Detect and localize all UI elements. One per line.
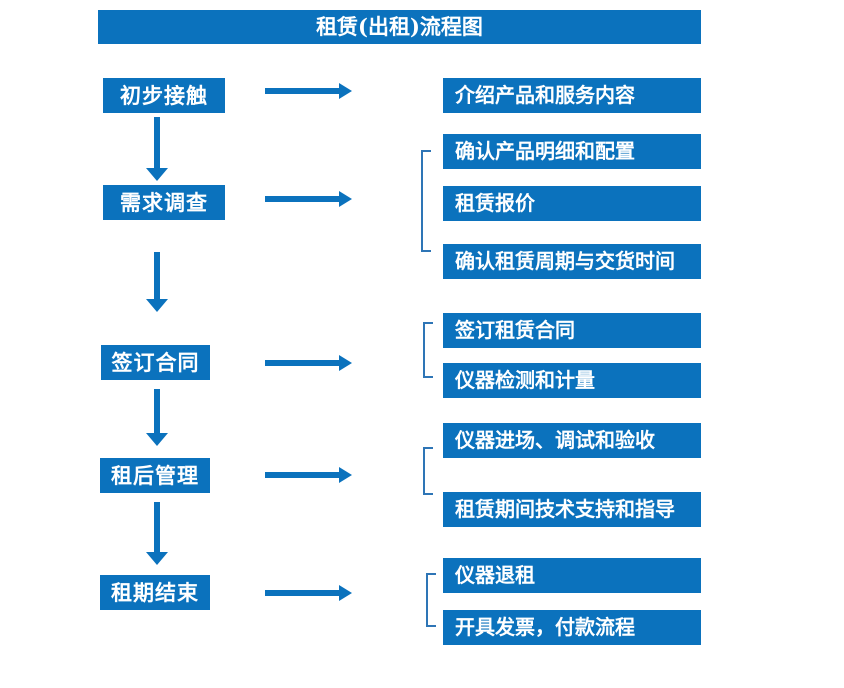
detail-box-rental-quote: 租赁报价 xyxy=(443,186,701,221)
detail-box-instrument-return: 仪器退租 xyxy=(443,558,701,593)
right-arrow-3 xyxy=(265,355,352,371)
right-arrow-2 xyxy=(265,191,352,207)
right-arrow-1 xyxy=(265,83,352,99)
detail-box-confirm-product-details-config: 确认产品明细和配置 xyxy=(443,134,701,169)
group-bracket-rental-end xyxy=(426,573,436,627)
right-arrow-4 xyxy=(265,467,352,483)
right-arrow-5 xyxy=(265,585,352,601)
detail-box-rental-tech-support-guidance: 租赁期间技术支持和指导 xyxy=(443,492,701,527)
detail-box-sign-rental-contract: 签订租赁合同 xyxy=(443,313,701,348)
step-box-rental-end: 租期结束 xyxy=(100,575,210,610)
group-bracket-demand-survey xyxy=(421,150,431,252)
down-arrow-4 xyxy=(146,502,168,565)
detail-box-invoice-payment-process: 开具发票，付款流程 xyxy=(443,610,701,645)
step-box-demand-survey: 需求调查 xyxy=(103,185,225,220)
down-arrow-3 xyxy=(146,389,168,446)
detail-box-instrument-arrival-acceptance: 仪器进场、调试和验收 xyxy=(443,423,701,458)
down-arrow-2 xyxy=(146,252,168,312)
detail-box-introduce-products-services: 介绍产品和服务内容 xyxy=(443,78,701,113)
step-box-initial-contact: 初步接触 xyxy=(103,78,225,113)
group-bracket-post-rental xyxy=(423,447,433,495)
diagram-title: 租赁(出租)流程图 xyxy=(98,10,701,44)
step-box-post-rental-management: 租后管理 xyxy=(100,458,210,493)
detail-box-instrument-inspection-metering: 仪器检测和计量 xyxy=(443,363,701,398)
down-arrow-1 xyxy=(146,117,168,181)
detail-box-confirm-rental-period-delivery: 确认租赁周期与交货时间 xyxy=(443,244,701,279)
group-bracket-sign-contract xyxy=(423,322,433,378)
step-box-sign-contract: 签订合同 xyxy=(101,345,210,380)
